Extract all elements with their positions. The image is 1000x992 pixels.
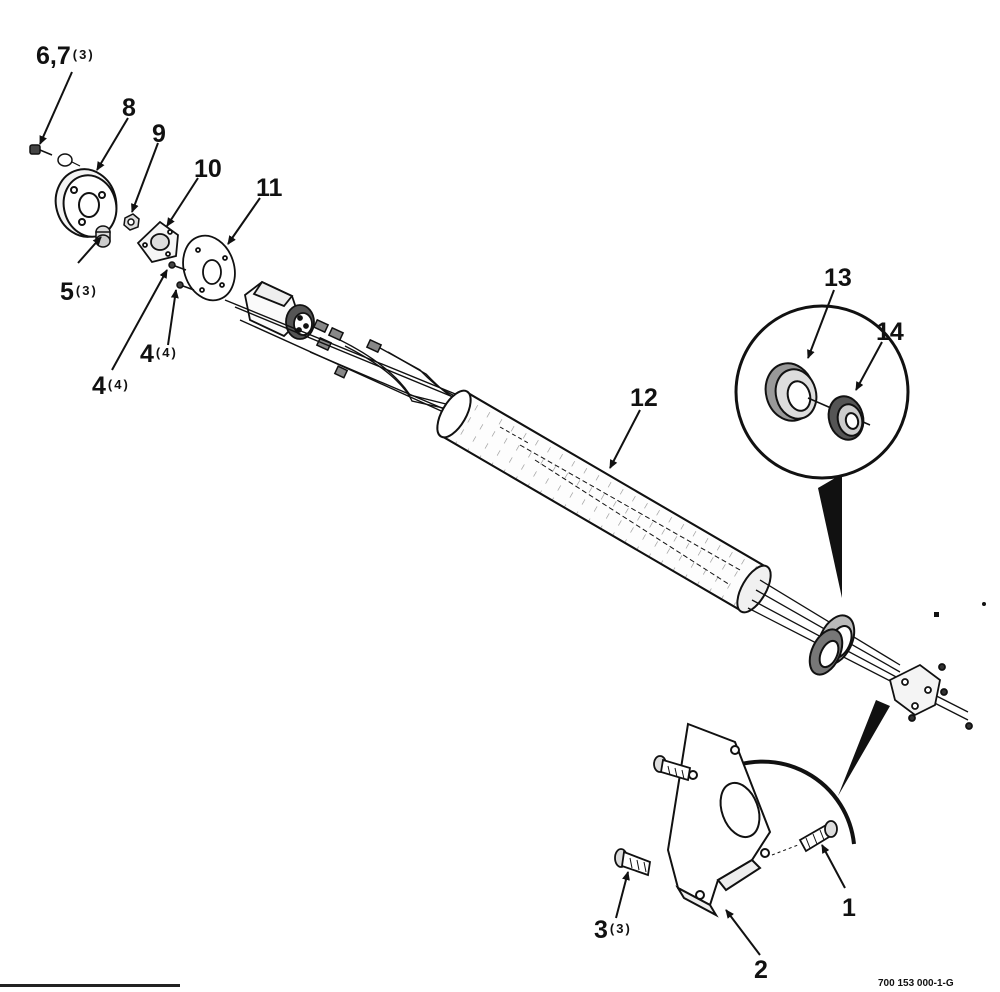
leader-11 <box>227 197 261 245</box>
footer-rule <box>0 984 180 987</box>
callout-10: 10 <box>194 157 222 182</box>
callout-13: 13 <box>824 266 852 291</box>
callout-1-number: 1 <box>842 894 856 922</box>
callout-1: 1 <box>842 896 856 921</box>
callout-4-upper-quantity: (4) <box>155 345 178 360</box>
callout-5: 5(3) <box>60 280 98 305</box>
gasket-plate-11 <box>182 234 236 302</box>
leader-5 <box>77 236 102 264</box>
callout-8-number: 8 <box>122 94 136 122</box>
callout-5-quantity: (3) <box>75 283 98 298</box>
stud-1 <box>771 820 838 856</box>
callout-8: 8 <box>122 96 136 121</box>
callout-6-7-number: 6,7 <box>36 42 71 70</box>
callout-12-number: 12 <box>630 384 658 412</box>
callout-3: 3(3) <box>594 918 632 943</box>
seal-detail-view <box>734 304 910 598</box>
callout-2: 2 <box>754 958 768 983</box>
callout-4-lower: 4(4) <box>92 374 130 399</box>
motor-assembly <box>244 280 315 340</box>
callout-4-upper: 4(4) <box>140 342 178 367</box>
callout-4-lower-number: 4 <box>92 372 106 400</box>
bearing-14 <box>827 395 865 441</box>
callout-5-number: 5 <box>60 278 74 306</box>
leader-10 <box>166 177 199 227</box>
callout-9-number: 9 <box>152 120 166 148</box>
leader-4a <box>167 289 179 346</box>
debris-marks <box>934 602 986 617</box>
callout-6-7: 6,7(3) <box>36 44 95 69</box>
callout-10-number: 10 <box>194 155 222 183</box>
bolt-6-7 <box>29 144 53 156</box>
mount-bracket-2 <box>666 722 772 918</box>
callout-14: 14 <box>876 320 904 345</box>
figure-reference: 700 153 000-1-G <box>878 978 954 989</box>
callout-4-upper-number: 4 <box>140 340 154 368</box>
leader-1 <box>821 844 846 889</box>
leader-13 <box>807 289 835 359</box>
mount-plate-10 <box>136 220 179 264</box>
bushing-5 <box>95 225 111 248</box>
leader-6-7 <box>39 71 73 145</box>
callout-6-7-quantity: (3) <box>72 47 95 62</box>
callout-3-quantity: (3) <box>609 921 632 936</box>
leader-2 <box>725 909 761 956</box>
seal-13-installed <box>808 614 856 676</box>
callout-14-number: 14 <box>876 318 904 346</box>
callout-13-number: 13 <box>824 264 852 292</box>
leader-lines <box>39 71 883 956</box>
leader-4b <box>111 269 168 371</box>
leader-12 <box>609 409 641 469</box>
callout-2-number: 2 <box>754 956 768 984</box>
leader-8 <box>96 117 129 171</box>
callout-12: 12 <box>630 386 658 411</box>
washer-7 <box>57 153 73 167</box>
screw-4 <box>168 261 195 291</box>
hose-lines <box>224 299 471 425</box>
bolt-3-detail <box>614 755 692 877</box>
callout-11-number: 11 <box>256 174 283 202</box>
callout-3-number: 3 <box>594 916 608 944</box>
callout-9: 9 <box>152 122 166 147</box>
end-bracket-installed <box>888 663 973 730</box>
leader-9 <box>131 142 159 213</box>
flange-8 <box>54 168 118 238</box>
leader-14 <box>855 341 883 391</box>
nut-9 <box>123 213 140 231</box>
seal-13 <box>764 362 818 422</box>
callout-4-lower-quantity: (4) <box>107 377 130 392</box>
boom-tube-12 <box>436 389 772 614</box>
callout-11: 11 <box>256 176 282 201</box>
leader-3 <box>615 871 630 919</box>
bracket-detail-view <box>614 700 890 918</box>
